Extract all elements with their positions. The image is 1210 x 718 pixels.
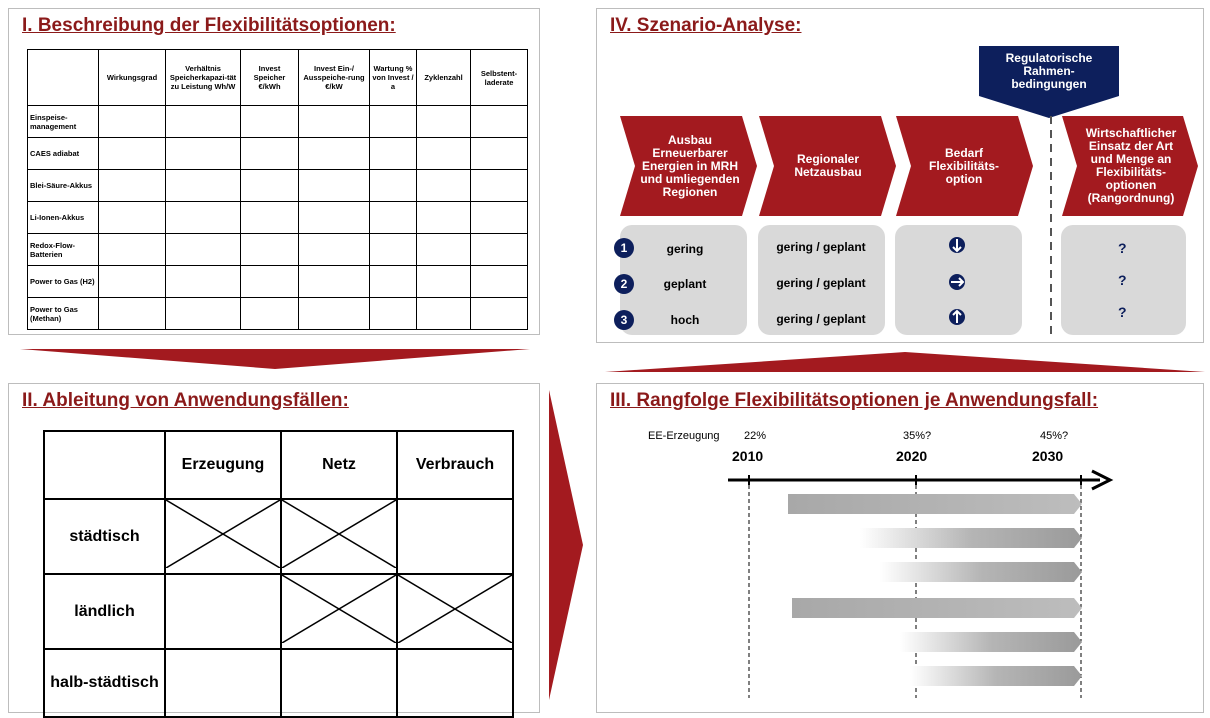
scenario-result: ? — [1118, 272, 1127, 288]
panel3-title: III. Rangfolge Flexibilitätsoptionen je … — [610, 390, 1099, 411]
scenario-grid-value: gering / geplant — [776, 240, 866, 254]
arrow-up-icon — [949, 309, 965, 325]
regulatory-arrow-shape — [979, 46, 1119, 118]
crossed-cell — [164, 498, 282, 575]
ee-value-2030: 45%? — [1040, 430, 1069, 442]
table-row-label: ländlich — [43, 573, 166, 650]
scenario-result: ? — [1118, 240, 1127, 256]
ee-value-2020: 35%? — [903, 430, 932, 442]
empty-cell — [280, 648, 398, 718]
table-row-label: CAES adiabat — [27, 137, 99, 170]
scenario-grid-value: gering / geplant — [776, 312, 866, 326]
empty-cell — [396, 498, 514, 575]
year-2030: 2030 — [1032, 448, 1064, 464]
table-header: Invest Ein-/ Ausspeiche-rung €/kW — [298, 49, 370, 106]
table-header: Selbstent-laderate — [470, 49, 528, 106]
empty-cell — [164, 648, 282, 718]
ee-value-2010: 22% — [744, 430, 767, 442]
table-header: Erzeugung — [164, 430, 282, 500]
regulatory-label: Regulatorische Rahmen-bedingungen — [1005, 50, 1093, 91]
arrow-right-icon — [949, 274, 965, 290]
use-case-table: Erzeugung Netz Verbrauch städtisch ländl… — [43, 430, 514, 718]
panel1-title: I. Beschreibung der Flexibilitätsoptione… — [22, 15, 396, 36]
table-row-label: Li-Ionen-Akkus — [27, 201, 99, 234]
dashed-separator — [1050, 116, 1052, 336]
scenario-number: 1 — [614, 238, 634, 258]
scenario-grid-value: gering / geplant — [776, 276, 866, 290]
table-header: Wartung % von Invest / a — [369, 49, 417, 106]
table-corner — [27, 49, 99, 106]
scenario-ee-value: hoch — [670, 313, 700, 327]
chevron-ee-expansion: Ausbau Erneuerbarer Energien in MRH und … — [640, 132, 740, 199]
table-row-label: Einspeise-management — [27, 105, 99, 138]
table-row-label: Power to Gas (H2) — [27, 265, 99, 298]
crossed-cell — [280, 498, 398, 575]
chevron-grid-expansion: Regionaler Netzausbau — [794, 152, 862, 179]
chevron-economic-use: Wirtschaftlicher Einsatz der Art und Men… — [1085, 126, 1177, 205]
flow-arrow-down-left — [20, 349, 530, 369]
scenario-box-grid — [758, 225, 885, 335]
scenario-ee-value: geplant — [663, 277, 707, 291]
year-2020: 2020 — [896, 448, 928, 464]
scenario-box-ee — [620, 225, 747, 335]
year-2010: 2010 — [732, 448, 764, 464]
table-header: Verbrauch — [396, 430, 514, 500]
ee-generation-label: EE-Erzeugung — [648, 430, 720, 442]
table-header: Wirkungsgrad — [98, 49, 166, 106]
flow-arrow-up-right — [605, 352, 1205, 372]
flow-arrow-right — [549, 390, 583, 700]
arrow-down-icon — [949, 237, 965, 253]
empty-cell — [164, 573, 282, 650]
scenario-number: 2 — [614, 274, 634, 294]
crossed-cell — [396, 573, 514, 650]
table-row-label: Blei-Säure-Akkus — [27, 169, 99, 202]
table-row-label: städtisch — [43, 498, 166, 575]
crossed-cell — [280, 573, 398, 650]
table-header: Verhältnis Speicherkapazi-tät zu Leistun… — [165, 49, 241, 106]
panel4-title: IV. Szenario-Analyse: — [610, 15, 802, 36]
panel-flexibility-description: I. Beschreibung der Flexibilitätsoptione… — [8, 8, 540, 335]
table-header: Invest Speicher €/kWh — [240, 49, 299, 106]
panel2-title: II. Ableitung von Anwendungsfällen: — [22, 390, 349, 411]
chevron-flex-demand: Bedarf Flexibilitäts-option — [928, 145, 999, 186]
table-row-label: halb-städtisch — [43, 648, 166, 718]
empty-cell — [396, 648, 514, 718]
scenario-ee-value: gering — [666, 242, 704, 256]
scenario-result: ? — [1118, 304, 1127, 320]
table-row-label: Power to Gas (Methan) — [27, 297, 99, 330]
scenario-number: 3 — [614, 310, 634, 330]
timeline — [728, 469, 1114, 698]
flexibility-table: Wirkungsgrad Verhältnis Speicherkapazi-t… — [27, 49, 528, 330]
table-row-label: Redox-Flow-Batterien — [27, 233, 99, 266]
table-header: Zyklenzahl — [416, 49, 471, 106]
scenario-box-result — [1061, 225, 1186, 335]
table-header: Netz — [280, 430, 398, 500]
chevron-shapes — [620, 116, 1198, 216]
table-corner — [43, 430, 166, 500]
